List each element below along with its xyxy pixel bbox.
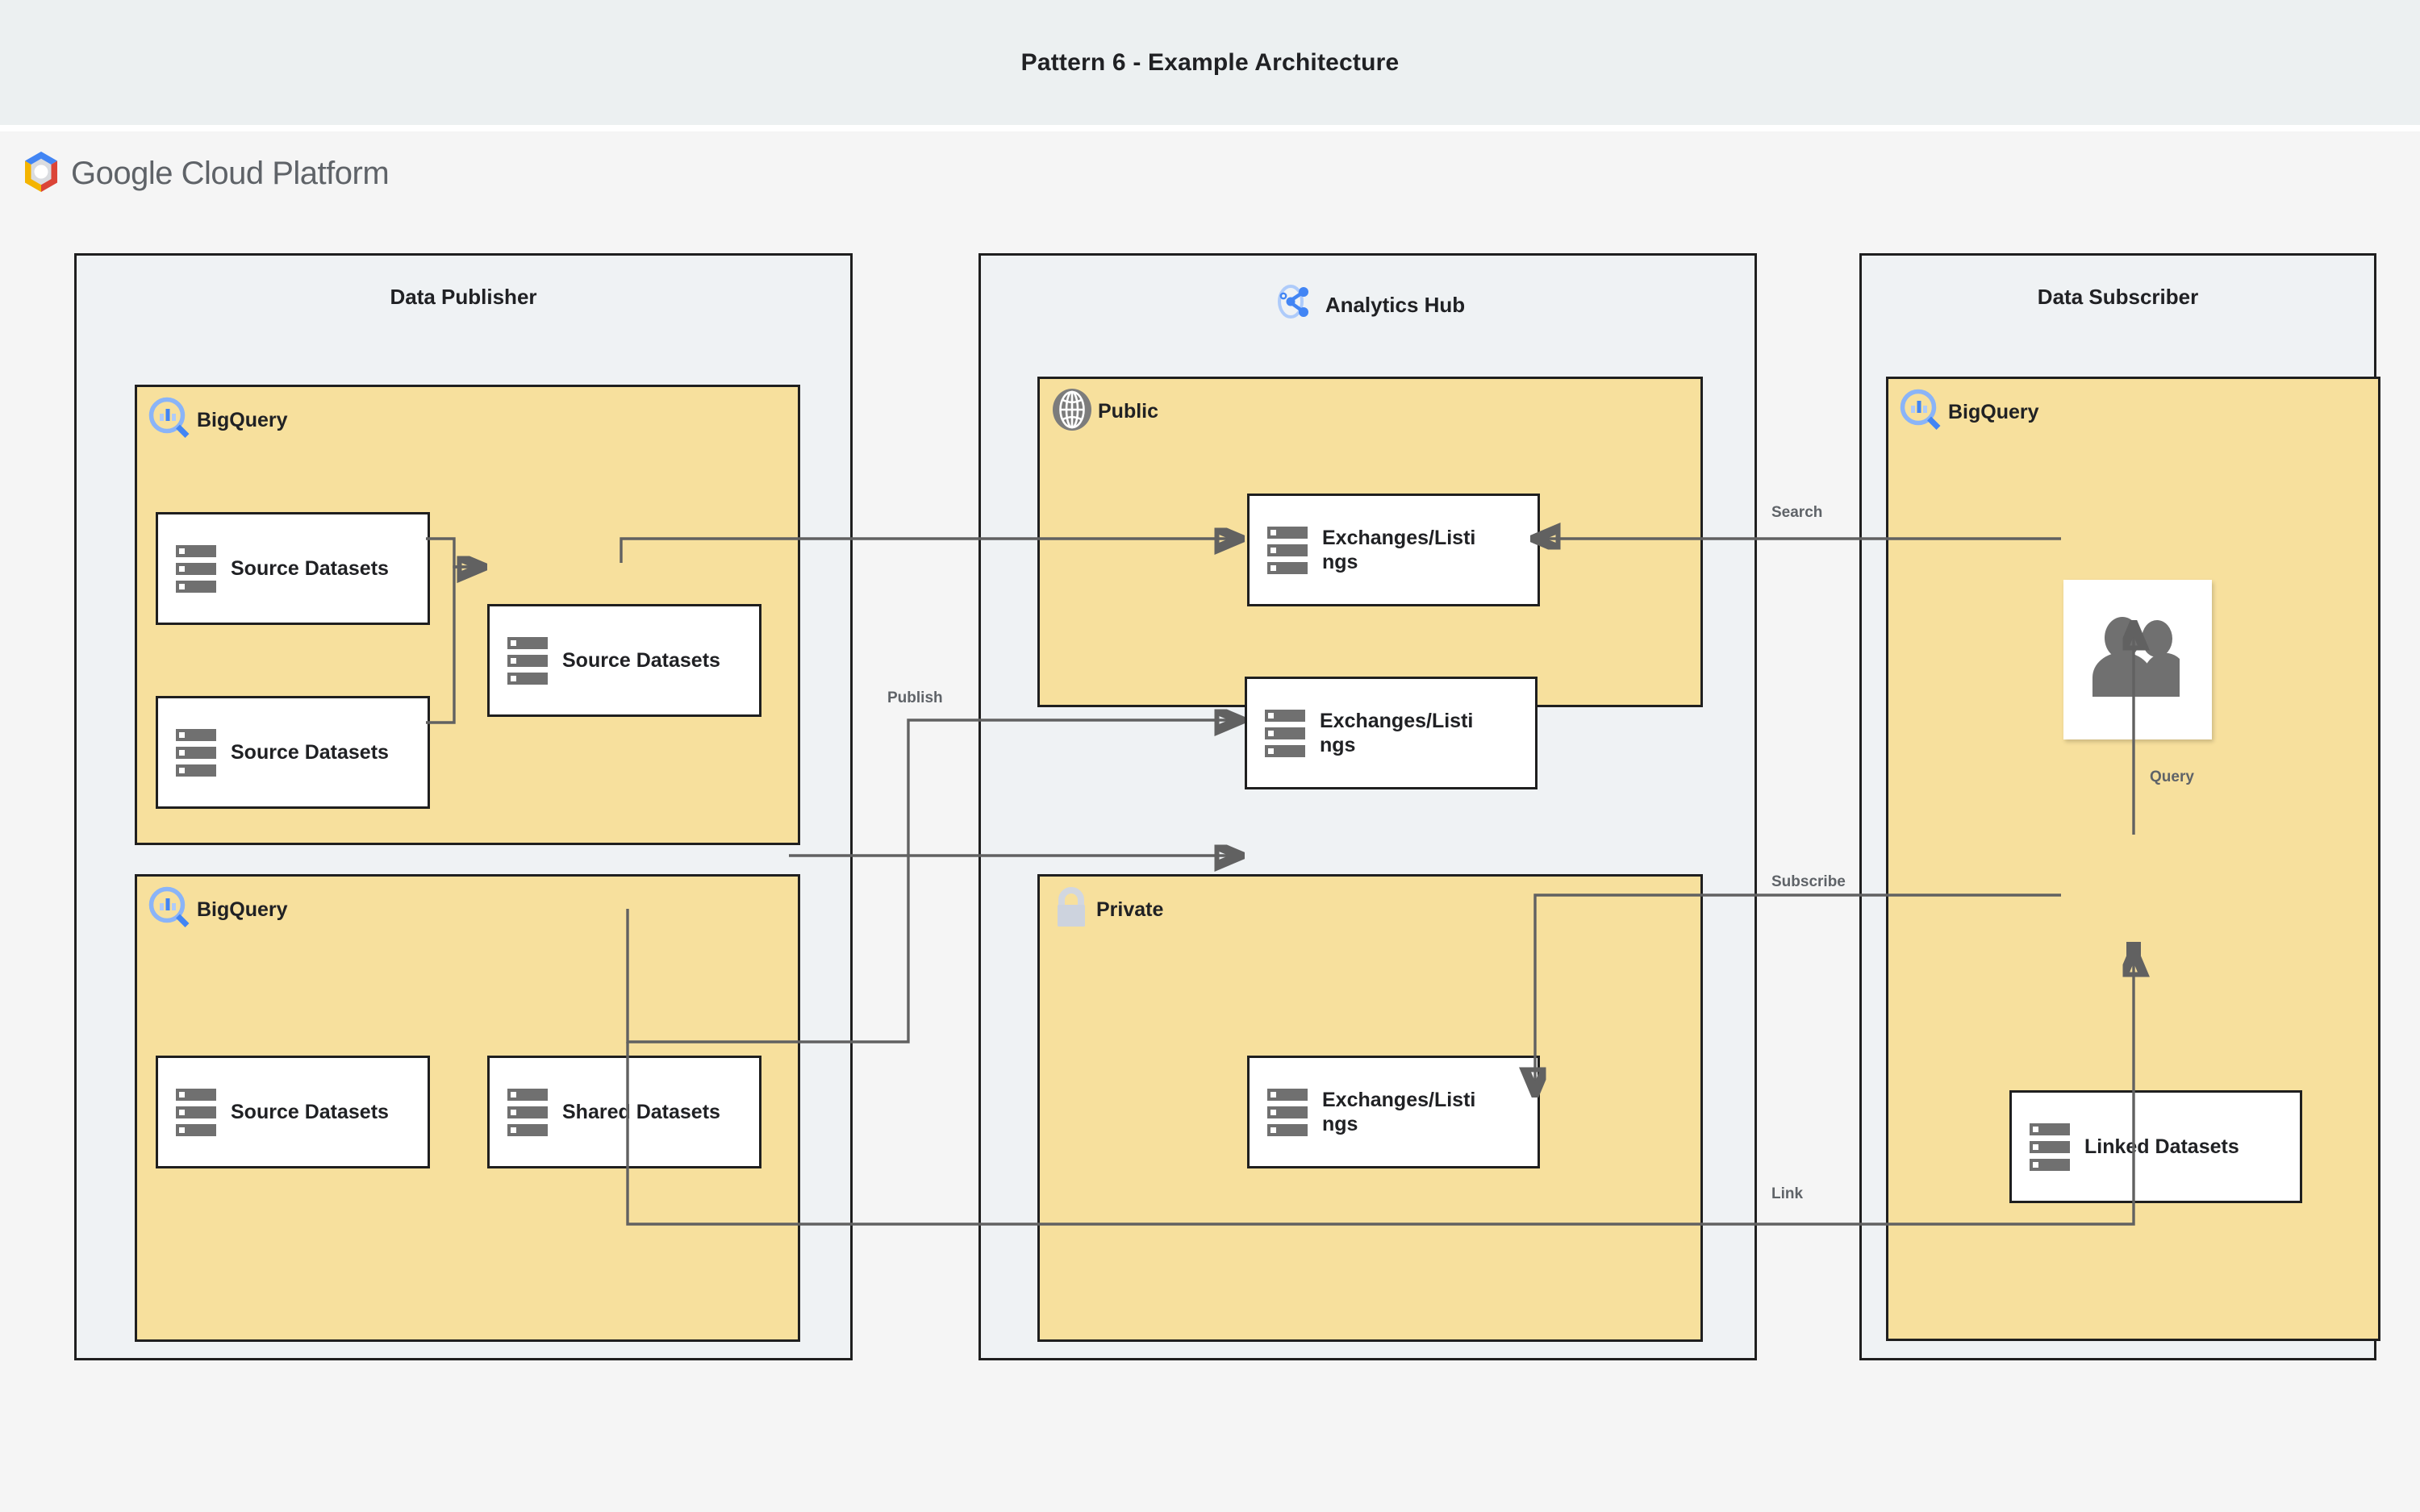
node-label: Linked Datasets <box>2084 1135 2239 1158</box>
edge-label-link: Link <box>1771 1185 1804 1202</box>
bigquery-magnifier-icon <box>147 885 194 935</box>
zone-analytics-hub-title-row: Analytics Hub <box>981 280 1754 331</box>
users-group-icon <box>2086 616 2189 704</box>
dataset-stack-icon <box>176 728 216 777</box>
service-hub-public[interactable]: Public Exchanges/Listings <box>1037 377 1703 707</box>
zone-data-subscriber-title: Data Subscriber <box>2037 285 2199 309</box>
service-label: BigQuery <box>197 409 288 431</box>
node-label: Shared Datasets <box>562 1100 720 1123</box>
title-band: Pattern 6 - Example Architecture <box>0 0 2420 125</box>
service-header: BigQuery <box>1898 387 2039 438</box>
node-label: Source Datasets <box>231 1100 389 1123</box>
node-label: Exchanges/Listings <box>1322 1088 1476 1136</box>
node-subscriber-users[interactable] <box>2063 580 2212 739</box>
node-label: Exchanges/Listings <box>1320 709 1474 757</box>
service-header: BigQuery <box>147 885 288 935</box>
lock-icon <box>1049 885 1093 935</box>
node-label: Source Datasets <box>562 648 720 672</box>
node-label: Source Datasets <box>231 740 389 764</box>
service-label: BigQuery <box>1948 401 2039 423</box>
dataset-stack-icon <box>176 1088 216 1136</box>
zone-data-publisher[interactable]: Data Publisher BigQuery Source <box>74 253 853 1360</box>
node-subscriber-linked[interactable]: Linked Datasets <box>2009 1090 2302 1203</box>
node-pub-source-3[interactable]: Source Datasets <box>156 1056 430 1168</box>
node-public-listing-2[interactable]: Exchanges/Listings <box>1245 677 1538 789</box>
dataset-stack-icon <box>1267 526 1308 574</box>
dataset-stack-icon <box>1267 1088 1308 1136</box>
edge-label-subscribe: Subscribe <box>1771 873 1846 890</box>
service-header: BigQuery <box>147 395 288 446</box>
service-publisher-bigquery-bottom[interactable]: BigQuery Source Datasets Shared Datasets <box>135 874 800 1342</box>
analytics-hub-share-icon <box>1270 280 1317 331</box>
node-label: Source Datasets <box>231 556 389 580</box>
service-label: BigQuery <box>197 898 288 921</box>
node-pub-source-merged[interactable]: Source Datasets <box>487 604 761 717</box>
page-title: Pattern 6 - Example Architecture <box>1020 49 1400 76</box>
node-pub-source-2[interactable]: Source Datasets <box>156 696 430 809</box>
edge-label-publish: Publish <box>887 689 943 706</box>
gcp-wordmark: Google Cloud Platform <box>71 155 390 192</box>
service-header: Public <box>1049 387 1158 436</box>
gcp-brand: Google Cloud Platform <box>23 144 390 203</box>
service-header: Private <box>1049 885 1163 935</box>
zone-data-publisher-title: Data Publisher <box>390 285 537 309</box>
dataset-stack-icon <box>1265 709 1305 757</box>
service-label: Public <box>1098 400 1159 423</box>
gcp-wordmark-google: Google <box>71 155 173 191</box>
dataset-stack-icon <box>507 636 548 685</box>
globe-icon <box>1049 387 1095 436</box>
node-private-listing-1[interactable]: Exchanges/Listings <box>1247 1056 1540 1168</box>
node-pub-source-1[interactable]: Source Datasets <box>156 512 430 625</box>
edge-label-query: Query <box>2150 768 2194 785</box>
edge-label-search: Search <box>1771 504 1823 521</box>
bigquery-magnifier-icon <box>147 395 194 446</box>
zone-analytics-hub-title: Analytics Hub <box>1325 293 1466 317</box>
service-hub-private[interactable]: Private Exchanges/Listings <box>1037 874 1703 1342</box>
zone-data-subscriber[interactable]: Data Subscriber BigQuery <box>1859 253 2380 1360</box>
gcp-hexagon-logo-icon <box>23 150 60 198</box>
dataset-stack-icon <box>507 1088 548 1136</box>
zone-analytics-hub[interactable]: Analytics Hub Public <box>978 253 1757 1360</box>
service-publisher-bigquery-top[interactable]: BigQuery Source Datasets Source Datasets… <box>135 385 800 845</box>
gcp-wordmark-cloud-platform: Cloud Platform <box>181 155 390 191</box>
service-label: Private <box>1096 898 1164 921</box>
node-public-listing-1[interactable]: Exchanges/Listings <box>1247 494 1540 606</box>
node-label: Exchanges/Listings <box>1322 526 1476 574</box>
dataset-stack-icon <box>176 544 216 593</box>
node-pub-shared[interactable]: Shared Datasets <box>487 1056 761 1168</box>
dataset-stack-icon <box>2030 1123 2070 1171</box>
bigquery-magnifier-icon <box>1898 387 1945 438</box>
